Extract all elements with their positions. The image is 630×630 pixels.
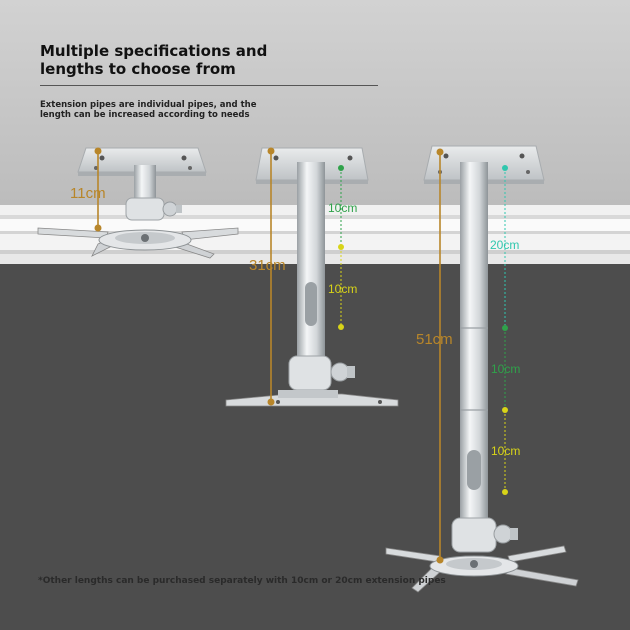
extension-pipe [297, 162, 325, 362]
projector-bracket [37, 227, 239, 259]
page-title-line-2: lengths to choose from [40, 60, 236, 78]
short-pipe [134, 165, 156, 205]
dimension-label-51cm: 51cm [416, 331, 453, 348]
segment-label-10cm-green: 10cm [491, 362, 521, 376]
mount-31cm [225, 147, 399, 407]
segment-label-20cm-cyan: 20cm [490, 238, 520, 252]
title-divider [40, 85, 378, 86]
dimension-label-11cm: 11cm [70, 185, 106, 202]
projector-bracket [385, 545, 579, 593]
segment-label-10cm-yellow: 10cm [491, 444, 521, 458]
mount-11cm [37, 147, 239, 259]
page-title: Multiple specifications and lengths to c… [40, 42, 267, 78]
page-title-line-1: Multiple specifications and [40, 42, 268, 60]
subtitle-line-1: Extension pipes are individual pipes, an… [40, 100, 257, 110]
pipe-slot [305, 282, 317, 326]
mount-51cm [385, 145, 579, 593]
dimension-label-31cm: 31cm [249, 257, 286, 274]
subtitle: Extension pipes are individual pipes, an… [40, 100, 256, 120]
segment-label-10cm-yellow: 10cm [328, 282, 358, 296]
footnote: *Other lengths can be purchased separate… [38, 576, 446, 586]
segment-label-10cm-green: 10cm [328, 201, 358, 215]
subtitle-line-2: length can be increased according to nee… [40, 110, 250, 120]
pipe-slot [467, 450, 481, 490]
